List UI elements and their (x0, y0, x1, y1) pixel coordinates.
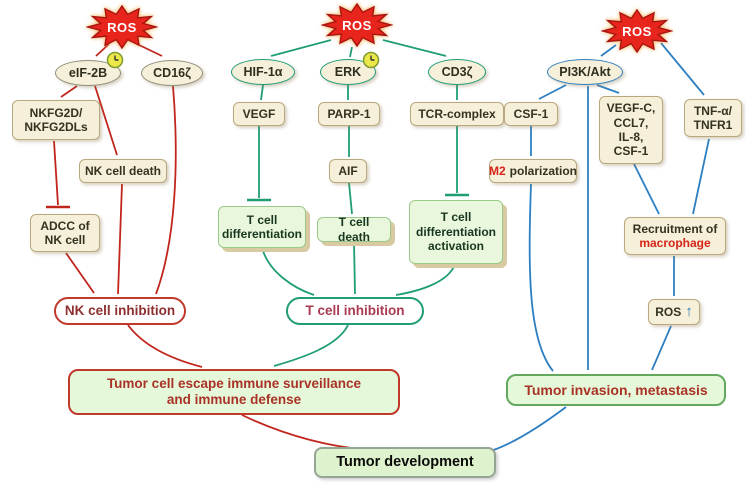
box-nk-cell-death: NK cell death (79, 159, 167, 183)
arrow-aif-to-t-death (348, 182, 353, 215)
box-vegf: VEGF (233, 102, 285, 126)
arrow-adcc-to-nk-inhibition (65, 252, 95, 294)
box-m2-polarization: M2 polarization (489, 159, 577, 183)
box-tnf-tnfr1: TNF-α/ TNFR1 (684, 99, 742, 137)
box-tcr-complex: TCR-complex (410, 102, 504, 126)
arrow-hif1a-to-vegf (260, 84, 264, 101)
arrow-ros-mid-to-erk (349, 46, 353, 58)
arrow-t-diff-to-t-inhibition (261, 247, 315, 296)
box-t-cell-death: T cell death (317, 215, 391, 244)
up-arrow-icon: ↑ (685, 303, 693, 320)
arrow-ros-up-to-invasion (651, 325, 672, 371)
ros-starburst-left: ROS (86, 4, 158, 50)
box-t-cell-differentiation: T cell differentiation (218, 206, 306, 248)
outcome-tumor-escape: Tumor cell escape immune surveillance an… (68, 369, 400, 415)
arrow-nk-inhibition-to-escape (127, 324, 203, 368)
clock-icon (106, 51, 124, 69)
arrow-pi3k-to-vegfc (596, 84, 620, 94)
box-nkfg2d: NKFG2D/ NKFG2DLs (12, 100, 100, 140)
arrow-cd16-to-nk-inhibition (155, 85, 177, 295)
node-hif1a: HIF-1α (231, 59, 295, 85)
outcome-tumor-development: Tumor development (314, 447, 496, 478)
arrow-pi3k-to-csf1 (538, 84, 567, 100)
ros-label: ROS (107, 19, 137, 35)
arrow-t-death-to-t-inhibition (353, 241, 356, 295)
node-cd16: CD16ζ (141, 60, 203, 86)
ros-label: ROS (622, 23, 652, 39)
arrow-vegfc-to-recruit (633, 163, 660, 215)
ros-starburst-right: ROS (601, 8, 673, 54)
node-cd3: CD3ζ (428, 59, 486, 85)
box-adcc: ADCC of NK cell (30, 214, 100, 252)
arrow-eif2b-to-nkfg (60, 85, 78, 98)
arrow-m2-to-invasion (528, 183, 554, 372)
starburst-icon (601, 8, 673, 54)
box-t-cell-diff-activation: T cell differentiation activation (409, 200, 503, 264)
arrow-escape-to-tumor-dev (241, 414, 363, 450)
inhibit-nkfg-to-adcc (53, 140, 59, 206)
starburst-icon (86, 4, 158, 50)
clock-icon (362, 51, 380, 69)
arrow-t-inhibition-to-escape (273, 324, 349, 367)
box-vegfc-ccl7-il8-csf1: VEGF-C, CCL7, IL-8, CSF-1 (599, 96, 663, 164)
box-csf1: CSF-1 (504, 102, 558, 126)
starburst-icon (321, 2, 393, 48)
box-parp1: PARP-1 (318, 102, 380, 126)
box-aif: AIF (329, 159, 367, 183)
arrow-t-diff-act-to-t-inhibition (395, 263, 456, 296)
arrow-tnf-to-recruit (692, 138, 710, 215)
outcome-t-cell-inhibition: T cell inhibition (286, 297, 424, 325)
arrow-nk-death-to-nk-inhibition (117, 183, 123, 295)
arrow-invasion-to-tumor-dev (483, 406, 567, 454)
box-ros-increase: ROS ↑ (648, 299, 700, 325)
outcome-nk-cell-inhibition: NK cell inhibition (54, 297, 186, 325)
node-pi3k-akt: PI3K/Akt (547, 59, 623, 85)
ros-starburst-middle: ROS (321, 2, 393, 48)
outcome-tumor-invasion: Tumor invasion, metastasis (506, 374, 726, 406)
box-recruitment-macrophage: Recruitment of macrophage (624, 217, 726, 255)
ros-label: ROS (342, 17, 372, 33)
